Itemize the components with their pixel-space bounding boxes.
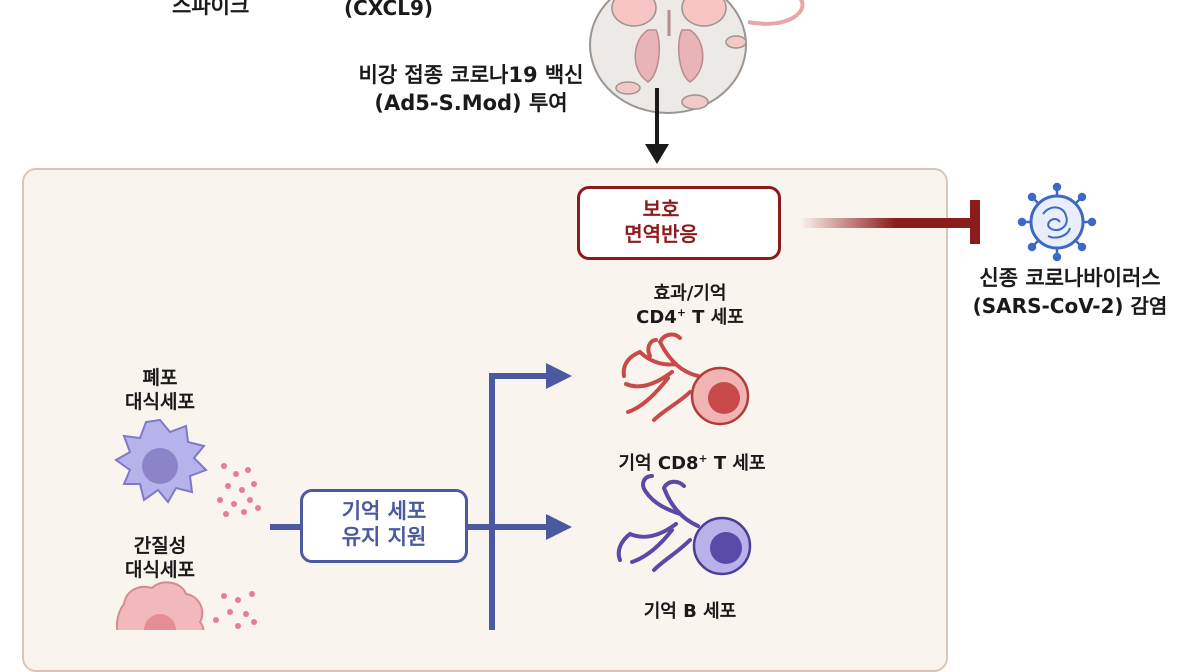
inhibition-line [800, 200, 980, 244]
memory-support-box: 기억 세포 유지 지원 [300, 489, 468, 563]
virus-icon [1017, 182, 1097, 262]
vaccine-label-line2: (Ad5-S.Mod) 투여 [374, 91, 568, 115]
interstitial-macrophage-icon [116, 581, 205, 630]
protective-response-line2: 면역반응 [624, 222, 698, 246]
interstitial-macrophage-label-line2: 대식세포 [125, 559, 195, 581]
protective-response-line1: 보호 [642, 197, 680, 221]
cd4-label-sup: + [676, 306, 686, 319]
vaccine-label-line1: 비강 접종 코로나19 백신 [358, 63, 584, 87]
cxcl9-label: (CXCL9) [344, 0, 434, 20]
cd4-label-prefix: CD4 [636, 307, 677, 328]
cd8-label-prefix: 기억 CD8 [618, 453, 699, 474]
protective-response-box: 보호 면역반응 [577, 186, 781, 260]
memory-support-line1: 기억 세포 [341, 499, 427, 523]
infection-label-line1: 신종 코로나바이러스 [979, 266, 1161, 290]
infection-label-line2: (SARS-CoV-2) 감염 [972, 294, 1168, 318]
cd4-t-cell-icon [621, 332, 750, 426]
cd4-label-suffix: T 세포 [685, 307, 744, 328]
cytokine-dots-2 [213, 591, 257, 629]
interstitial-macrophage-label-line1: 간질성 [133, 535, 187, 557]
diagram-graphics [114, 0, 1097, 630]
cd4-label-line1: 효과/기억 [653, 283, 727, 304]
memory-support-line2: 유지 지원 [341, 525, 427, 550]
mouse-illustration [589, 0, 805, 114]
alveolar-macrophage-label-line2: 대식세포 [125, 391, 195, 413]
cytokine-dots-1 [217, 463, 261, 517]
alveolar-macrophage-label-line1: 폐포 [142, 367, 178, 389]
branch-arrows [270, 363, 572, 630]
cd8-t-cell-icon [616, 474, 752, 576]
cd8-label-sup: + [698, 452, 708, 465]
cd8-label: 기억 CD8+ T 세포 [590, 452, 794, 475]
spike-label: 스파이크 [172, 0, 250, 18]
cd8-label-suffix: T 세포 [707, 453, 766, 474]
alveolar-macrophage-icon [114, 418, 208, 504]
vaccination-arrow [645, 88, 669, 164]
cd4-label-line2: CD4+ T 세포 [600, 306, 780, 329]
b-cell-label: 기억 B 세포 [643, 601, 737, 622]
